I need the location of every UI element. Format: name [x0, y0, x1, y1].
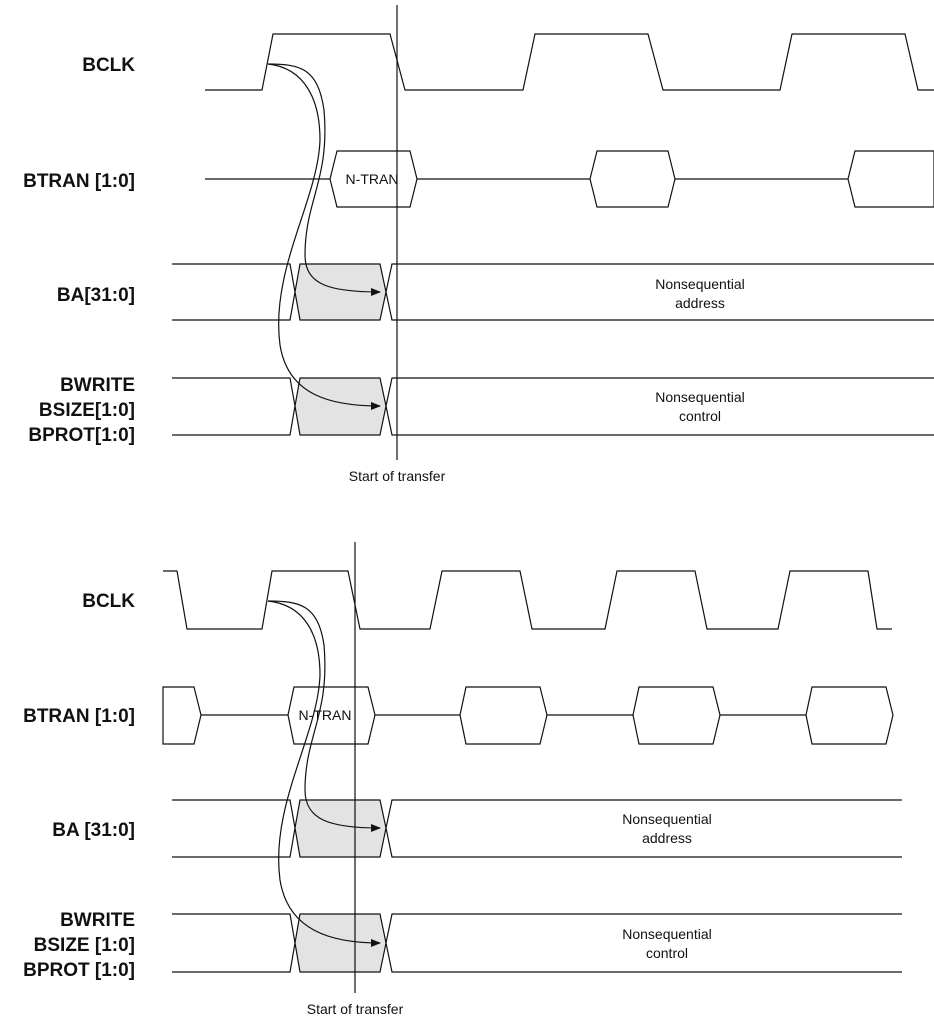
top-arrow-to-ctrl	[267, 63, 381, 410]
bottom-ctrl-note-1: Nonsequential	[622, 926, 712, 942]
bottom-arrow-to-ctrl	[267, 600, 381, 947]
bottom-btran-label: BTRAN [1:0]	[23, 706, 135, 727]
bottom-ba-valid	[385, 799, 902, 858]
top-ba-valid	[385, 263, 934, 321]
top-bclk-label: BCLK	[82, 55, 135, 76]
bottom-ctrl-note-2: control	[646, 945, 688, 961]
bottom-ba-note-2: address	[642, 830, 692, 846]
top-ctrl-note-2: control	[679, 408, 721, 424]
bottom-btran-cell-3	[632, 686, 721, 745]
top-bwrite-label: BWRITE	[60, 375, 135, 396]
bottom-bwrite-label: BWRITE	[60, 910, 135, 931]
top-btran-cell-2	[589, 150, 676, 208]
top-ntran-label: N-TRAN	[346, 171, 399, 187]
top-btran-cell-3	[847, 150, 934, 208]
bottom-ctrl-valid	[385, 913, 902, 973]
top-btran-label: BTRAN [1:0]	[23, 171, 135, 192]
bottom-bclk-waveform	[163, 570, 892, 630]
top-diagram: BCLK BTRAN [1:0] BA[31:0] BWRITE BSIZE[1…	[23, 5, 934, 484]
top-bsize-label: BSIZE[1:0]	[39, 400, 135, 421]
bottom-ba-label: BA [31:0]	[52, 820, 135, 841]
bottom-btran-cell-0	[162, 686, 202, 745]
bottom-diagram: BCLK BTRAN [1:0] BA [31:0] BWRITE BSIZE …	[23, 542, 902, 1017]
bottom-ctrl-prev	[172, 913, 296, 973]
top-ctrl-prev	[172, 377, 296, 436]
top-bprot-label: BPROT[1:0]	[28, 425, 135, 446]
top-arrow-to-ba	[267, 63, 381, 296]
top-ctrl-note-1: Nonsequential	[655, 389, 745, 405]
bottom-arrow-to-ba	[267, 600, 381, 832]
bottom-btran-cell-2	[459, 686, 548, 745]
bottom-bprot-label: BPROT [1:0]	[23, 960, 135, 981]
top-ba-prev	[172, 263, 296, 321]
bottom-ntran-label: N-TRAN	[299, 707, 352, 723]
bottom-btran-cell-4	[805, 686, 894, 745]
top-ba-label: BA[31:0]	[57, 285, 135, 306]
top-start-label: Start of transfer	[349, 468, 446, 484]
top-ba-note-1: Nonsequential	[655, 276, 745, 292]
bottom-start-label: Start of transfer	[307, 1001, 404, 1017]
top-ba-note-2: address	[675, 295, 725, 311]
top-ctrl-valid	[385, 377, 934, 436]
bottom-bclk-label: BCLK	[82, 591, 135, 612]
bottom-ba-note-1: Nonsequential	[622, 811, 712, 827]
top-bclk-waveform	[205, 33, 934, 91]
bottom-ba-prev	[172, 799, 296, 858]
bottom-bsize-label: BSIZE [1:0]	[34, 935, 135, 956]
